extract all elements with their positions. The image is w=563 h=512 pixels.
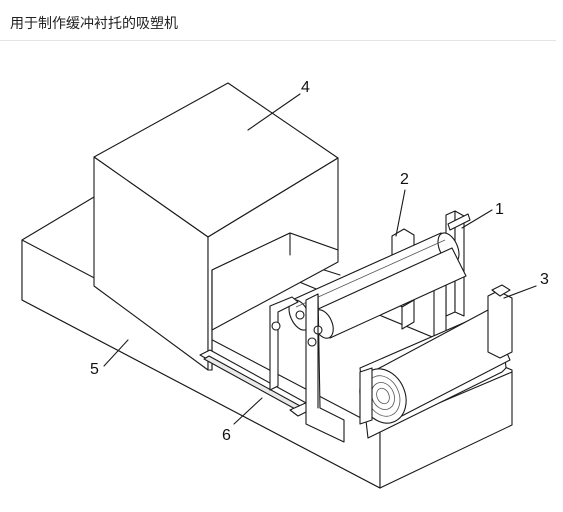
page-title: 用于制作缓冲衬托的吸塑机 [10, 16, 178, 32]
lower-roll-clamp [359, 367, 373, 425]
right-frame-cap [447, 213, 471, 231]
callout-2: 2 [400, 171, 409, 188]
left-frame-bolt-3 [307, 337, 317, 347]
lower-roll-side-bracket [487, 290, 513, 359]
leader-4 [247, 93, 301, 131]
rear-support-leg [401, 299, 415, 330]
lower-roll-assembly [359, 284, 513, 439]
lower-roll-ring-2 [371, 382, 395, 410]
left-frame-bolt-1 [271, 321, 281, 331]
left-frame [269, 293, 345, 443]
leader-1 [461, 209, 493, 229]
callout-4: 4 [301, 79, 310, 96]
leader-2 [395, 189, 406, 237]
lower-roll-ring-3 [376, 387, 390, 405]
callout-1: 1 [495, 201, 504, 218]
base-side-face [379, 371, 513, 489]
leader-6 [233, 397, 263, 425]
left-frame-bolt-2 [295, 310, 305, 320]
forming-box [93, 82, 339, 371]
leader-3 [503, 285, 537, 299]
roller-shade-line [295, 239, 446, 308]
leader-lines [103, 93, 537, 425]
callout-5: 5 [90, 361, 99, 378]
callout-6: 6 [222, 427, 231, 444]
callout-labels: 4 2 1 3 5 6 [90, 79, 549, 444]
lower-roll-side-knob [491, 284, 511, 297]
slide-rail [199, 349, 319, 417]
page-header: 用于制作缓冲衬托的吸塑机 [0, 0, 556, 41]
left-frame-post-back [269, 296, 299, 391]
callout-3: 3 [540, 271, 549, 288]
leader-5 [103, 339, 129, 367]
